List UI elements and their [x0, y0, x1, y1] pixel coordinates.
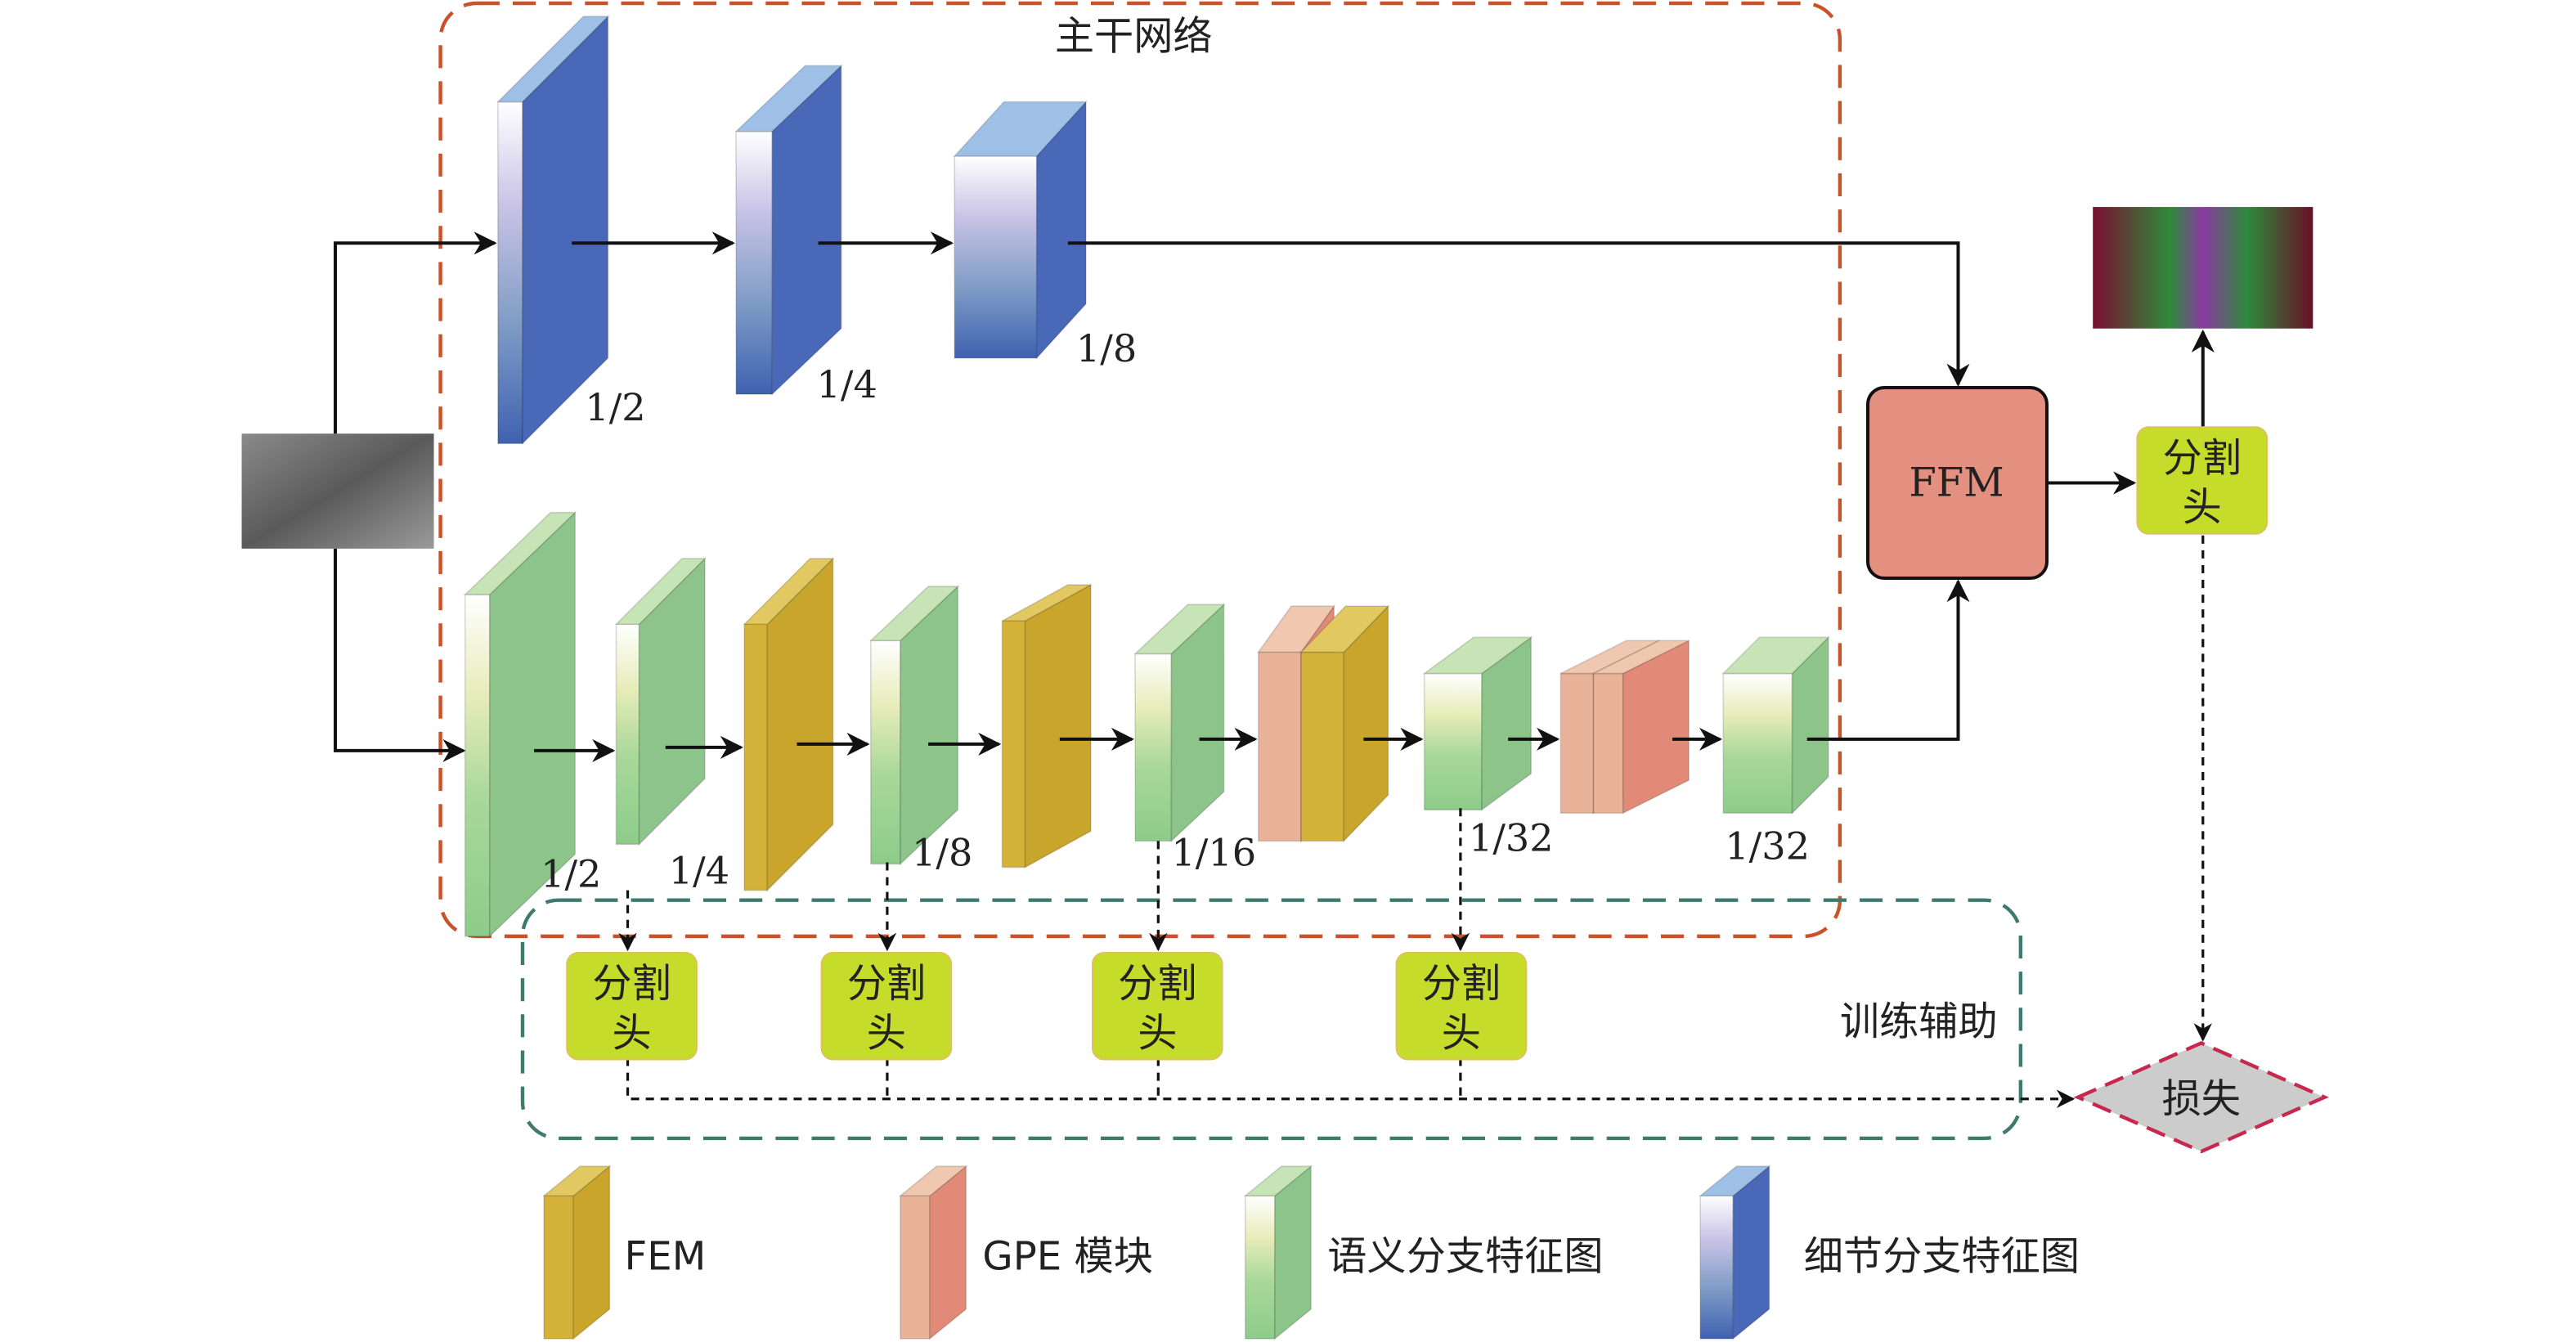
detail-feature-map [734, 64, 843, 396]
semantic-feature-map-top-face [1721, 636, 1830, 675]
legend-gpe-icon-side-face [929, 1165, 967, 1340]
detail-scale-label: 1/8 [1076, 326, 1137, 370]
legend-fem-icon-top-face [541, 1165, 612, 1197]
semantic-feature-map-top-face [463, 511, 577, 595]
ffm-label: FFM [1909, 460, 2004, 506]
seg-head-label-line2: 头 [2183, 485, 2222, 531]
seg-head-label-line2: 头 [867, 1010, 906, 1056]
ffm-block: FFM [1866, 386, 2049, 581]
semantic-feature-map-front-face [464, 594, 491, 937]
detail-scale-label: 1/4 [817, 362, 877, 406]
training-aux-container [520, 898, 2023, 1141]
legend-gpe-icon [898, 1165, 968, 1340]
legend-semantic-icon-top-face [1243, 1165, 1313, 1197]
detail-feature-map-front-face [497, 101, 523, 445]
semantic-feature-map [1133, 603, 1226, 843]
segmentation-head: 分割 头 [820, 951, 953, 1061]
fem-block-front-face [743, 623, 769, 891]
connections [334, 231, 2215, 1108]
semantic-feature-map-front-face [1134, 653, 1173, 842]
detail-feature-map [496, 15, 610, 446]
seg-head-label-line2: 头 [1138, 1010, 1177, 1056]
fem-block-top-face [743, 558, 835, 626]
detail-feature-map-top-face [734, 65, 843, 132]
detail-scale-label: 1/2 [585, 385, 645, 429]
fem-block-side-face [1343, 604, 1389, 843]
legend-detail-icon-front-face [1699, 1195, 1735, 1340]
legend-semantic-icon-front-face [1244, 1195, 1276, 1340]
gpe-module-top-face [1593, 640, 1690, 675]
fem-block-front-face [1001, 620, 1026, 868]
legend-label-fem: FEM [625, 1234, 707, 1280]
fem-block-top-face [1299, 605, 1390, 653]
input-image [241, 433, 434, 549]
legend-fem-icon-front-face [543, 1195, 575, 1340]
legend-label-semantic: 语义分支特征图 [1327, 1234, 1603, 1280]
backbone-container [438, 1, 1842, 939]
semantic-scale-label: 1/4 [669, 849, 729, 893]
seg-head-label-line1: 分割 [592, 961, 671, 1007]
semantic-scale-label: 1/32 [1469, 815, 1554, 860]
legend-label-detail: 细节分支特征图 [1804, 1234, 2080, 1280]
legend-semantic-icon-side-face [1274, 1165, 1312, 1340]
loss-node: 损失 [2073, 1041, 2329, 1154]
semantic-scale-label: 1/32 [1725, 824, 1810, 868]
legend-gpe-icon-top-face [898, 1165, 968, 1197]
seg-head-label-line2: 头 [1442, 1010, 1481, 1056]
segmentation-head: 分割 头 [2136, 426, 2269, 535]
legend-label-gpe: GPE 模块 [982, 1234, 1153, 1280]
segmentation-head: 分割 头 [1395, 951, 1528, 1061]
loss-label: 损失 [2162, 1076, 2241, 1122]
detail-feature-map-top-face [496, 16, 610, 103]
fem-block-top-face [1002, 584, 1092, 622]
seg-head-label-line1: 分割 [2163, 435, 2242, 481]
fem-block [1299, 604, 1390, 843]
semantic-feature-map-top-face [614, 558, 707, 626]
semantic-feature-map [463, 510, 577, 938]
semantic-scale-label: 1/8 [912, 831, 972, 875]
output-segmentation-image [2093, 207, 2313, 329]
backbone-title: 主干网络 [1055, 13, 1213, 59]
semantic-feature-map-front-face [870, 640, 901, 865]
seg-head-label-line1: 分割 [847, 961, 926, 1007]
semantic-feature-map-front-face [615, 623, 640, 846]
semantic-feature-map-side-face [1481, 635, 1533, 811]
semantic-feature-map-top-face [1133, 604, 1226, 655]
fem-block-front-face [1300, 651, 1345, 842]
seg-head-label-line1: 分割 [1118, 961, 1196, 1007]
seg-head-label-line2: 头 [612, 1010, 651, 1056]
gpe-module-front-face [1258, 651, 1302, 842]
legend-detail-icon-top-face [1698, 1165, 1771, 1197]
semantic-feature-map [1721, 635, 1830, 815]
legend-detail-icon [1698, 1165, 1771, 1340]
gpe-module-front-face [1560, 672, 1595, 815]
legend-semantic-icon [1243, 1165, 1313, 1340]
seg-head-label-line1: 分割 [1422, 961, 1501, 1007]
semantic-scale-label: 1/16 [1171, 831, 1256, 875]
semantic-feature-map [868, 585, 960, 866]
detail-feature-map-top-face [953, 101, 1088, 157]
gpe-module [1592, 640, 1690, 815]
semantic-feature-map [614, 556, 707, 846]
semantic-feature-map-front-face [1722, 672, 1793, 815]
legend-fem-icon [541, 1165, 612, 1340]
semantic-feature-map-top-face [1422, 636, 1533, 675]
detail-feature-map-front-face [735, 130, 774, 395]
detail-feature-map [953, 100, 1088, 360]
gpe-module-top-face [1257, 605, 1335, 653]
fem-block [1001, 583, 1092, 868]
semantic-scale-label: 1/2 [541, 852, 601, 896]
training-aux-title: 训练辅助 [1840, 999, 1998, 1044]
segmentation-head: 分割 头 [1091, 951, 1223, 1061]
detail-feature-map-front-face [954, 155, 1038, 359]
semantic-feature-map-front-face [1423, 672, 1483, 811]
segmentation-head: 分割 头 [566, 951, 698, 1061]
fem-block-side-face [1024, 583, 1092, 868]
gpe-module-front-face [1592, 672, 1624, 815]
fem-block [743, 556, 835, 892]
semantic-feature-map [1422, 635, 1533, 811]
legend-gpe-icon-front-face [900, 1195, 931, 1340]
semantic-feature-map-top-face [868, 586, 960, 642]
